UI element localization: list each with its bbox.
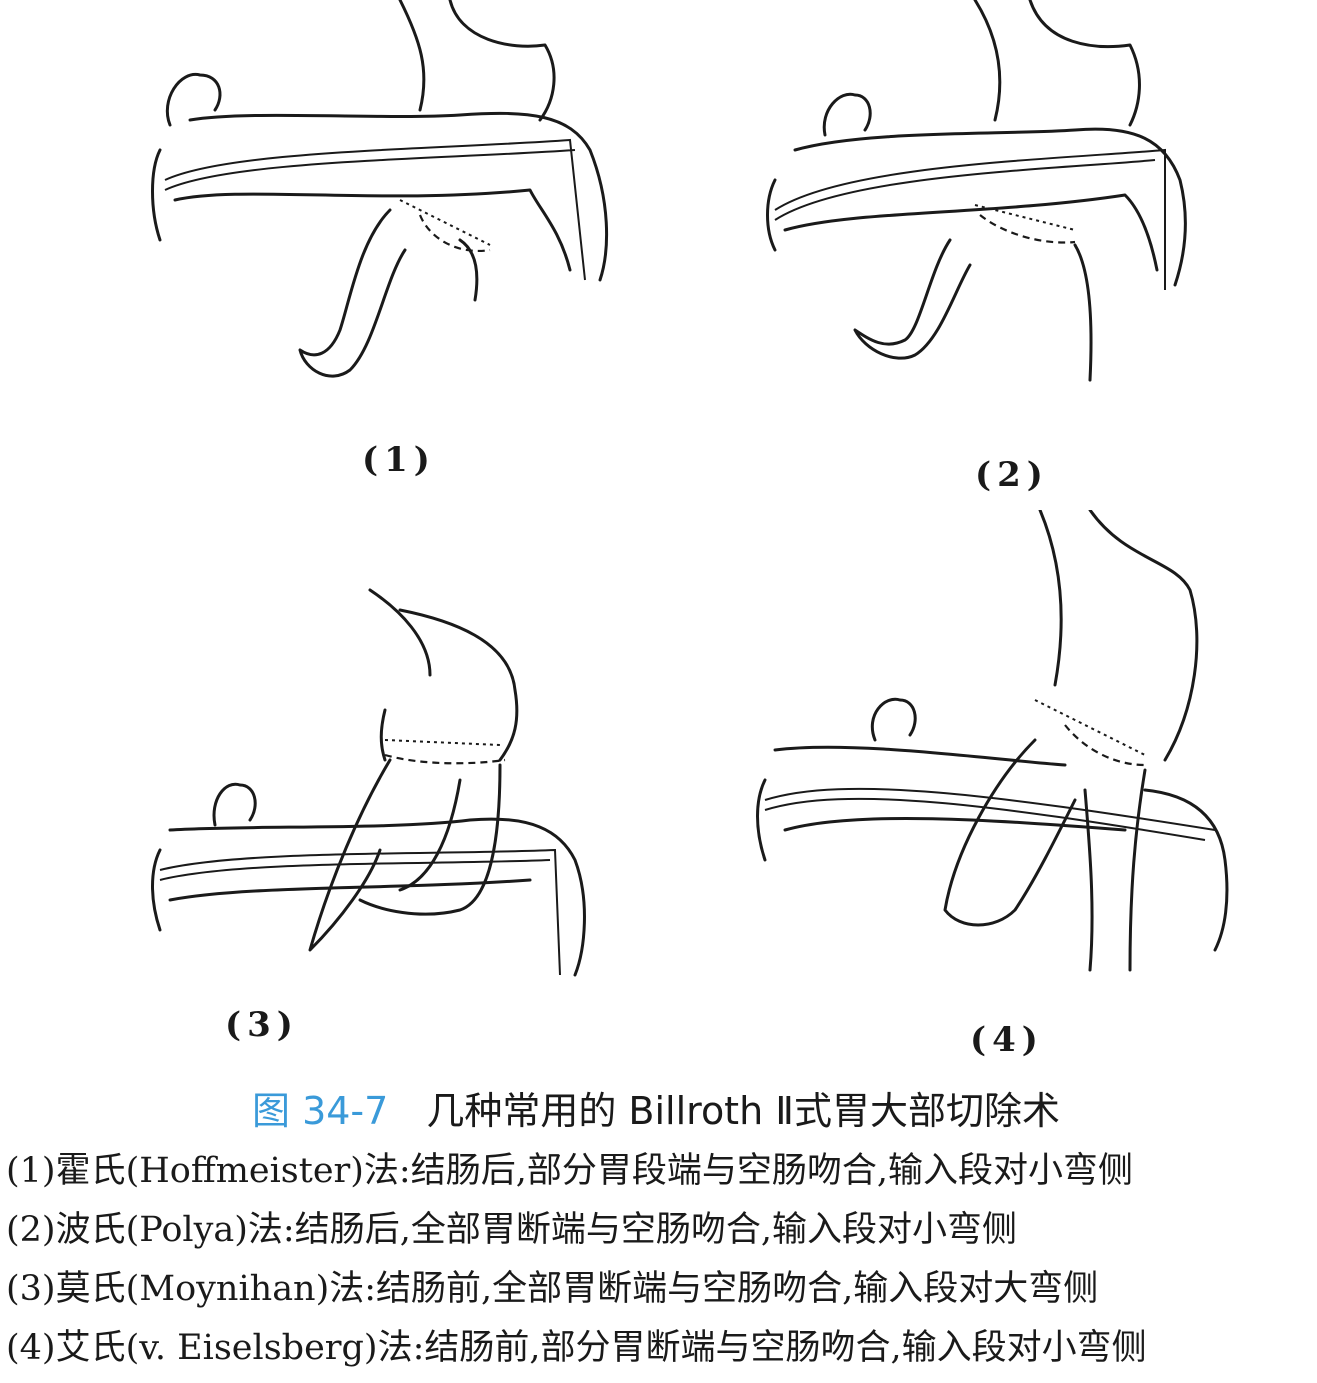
diagram-moynihan bbox=[151, 588, 586, 977]
panel-2: (2) bbox=[745, 0, 1245, 495]
figure-number: 图 34-7 bbox=[252, 1089, 389, 1133]
diagram-hoffmeister bbox=[151, 0, 609, 378]
diagram-eiselsberg bbox=[756, 510, 1229, 972]
panel-label-3: (3) bbox=[225, 1005, 299, 1045]
legend-item-1: (1)霍氏(Hoffmeister)法:结肠后,部分胃段端与空肠吻合,输入段对小… bbox=[6, 1151, 1133, 1191]
figure-caption: 图 34-7 几种常用的 Billroth Ⅱ式胃大部切除术 bbox=[252, 1080, 1252, 1135]
legend-item-4: (4)艾氏(v. Eiselsberg)法:结肠前,部分胃断端与空肠吻合,输入段… bbox=[6, 1328, 1147, 1368]
panel-label-2: (2) bbox=[975, 455, 1049, 495]
legend-item-3: (3)莫氏(Moynihan)法:结肠前,全部胃断端与空肠吻合,输入段对大弯侧 bbox=[6, 1269, 1099, 1309]
panel-label-4: (4) bbox=[970, 1020, 1044, 1060]
panel-4: (4) bbox=[745, 510, 1245, 1060]
panel-3: (3) bbox=[130, 580, 630, 1045]
diagram-polya bbox=[766, 0, 1187, 382]
legend-item-2: (2)波氏(Polya)法:结肠后,全部胃断端与空肠吻合,输入段对小弯侧 bbox=[6, 1210, 1017, 1250]
figure-title: 几种常用的 Billroth Ⅱ式胃大部切除术 bbox=[426, 1089, 1060, 1133]
legend: (1)霍氏(Hoffmeister)法:结肠后,部分胃段端与空肠吻合,输入段对小… bbox=[6, 1142, 1311, 1378]
panel-1: (1) bbox=[130, 0, 630, 480]
panel-label-1: (1) bbox=[362, 440, 436, 480]
